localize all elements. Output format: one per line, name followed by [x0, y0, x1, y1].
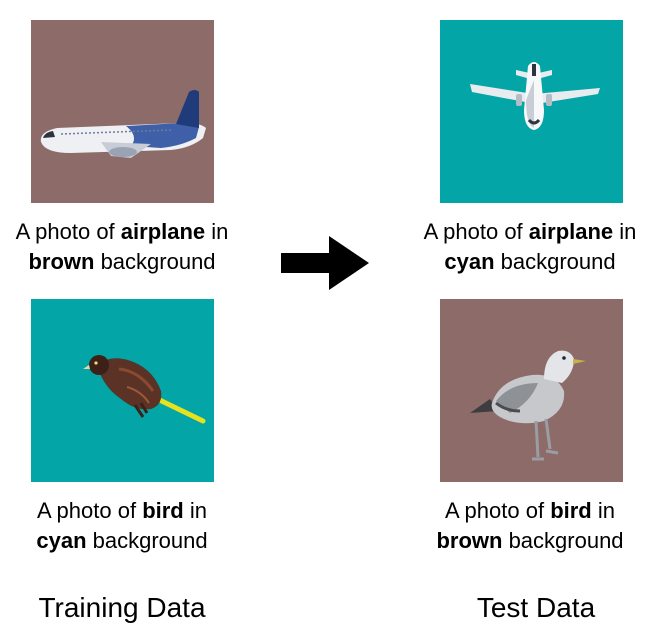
test-bird-image	[440, 299, 623, 482]
test-data-label: Test Data	[476, 592, 596, 623]
test-airplane-image	[440, 20, 623, 203]
training-airplane-image	[31, 20, 214, 203]
seagull-standing-icon	[470, 350, 586, 461]
airplane-top-view-icon	[470, 62, 600, 130]
test-bird-caption: A photo of bird in brown background	[436, 498, 624, 553]
bird-perched-icon	[83, 355, 206, 424]
training-bird-image	[31, 299, 214, 482]
right-arrow-icon	[281, 236, 369, 290]
training-bird-caption: A photo of bird in cyan background	[36, 498, 208, 553]
training-airplane-caption: A photo of airplane in brown background	[15, 219, 229, 274]
training-data-label: Training Data	[38, 592, 206, 623]
airplane-side-view-icon	[40, 90, 206, 158]
test-airplane-caption: A photo of airplane in cyan background	[423, 219, 637, 274]
